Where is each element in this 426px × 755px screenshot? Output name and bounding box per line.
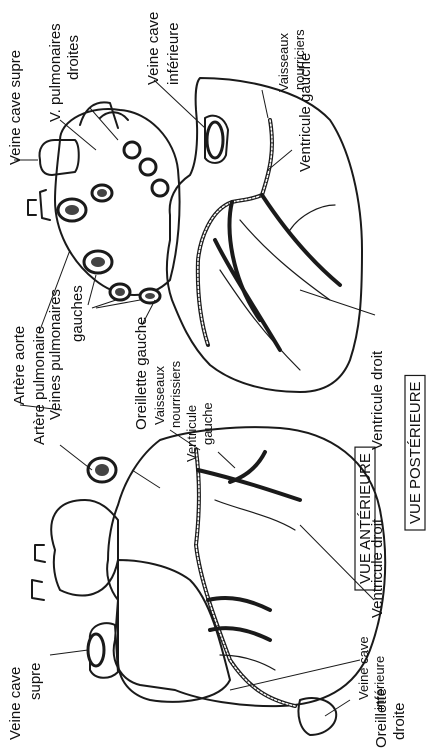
- pulmonary-vein-opening-7: [152, 180, 168, 196]
- label-posterior-ventricule-gauche: Ventricule gauche: [297, 53, 314, 172]
- posterior-view-title: VUE POSTÉRIEURE: [407, 381, 424, 524]
- leader-lines: [14, 80, 375, 716]
- label-posterior-veine-cave-inf-1: Veine cave: [145, 12, 162, 85]
- label-oreillette-droite-1: Oreillette: [373, 688, 390, 748]
- label-v-pulmonaires-droites-1: V. pulmonaires: [47, 23, 64, 122]
- label-anterior-veine-cave-sup-2: supre: [27, 662, 44, 700]
- label-vaisseaux-nourrissiers-2: nourrissiers: [168, 360, 183, 428]
- label-anterior-ventricule-gauche-2: gauche: [200, 402, 215, 445]
- label-anterior-veine-cave-inf-1: Veine cave: [356, 636, 371, 700]
- pulmonary-vein-opening-6: [140, 159, 156, 175]
- pulmonary-vein-opening-8: [124, 142, 140, 158]
- label-anterior-ventricule-droit: Ventricule droit: [369, 518, 386, 618]
- label-oreillette-droite-2: droite: [391, 702, 408, 740]
- label-posterior-veine-cave-sup: Veine cave supre: [7, 50, 24, 165]
- anterior-view: [32, 427, 385, 735]
- label-veines-pulmonaires-gauches-2: gauches: [69, 285, 86, 342]
- posterior-heart-outline: [167, 78, 362, 392]
- label-oreillette-gauche: Oreillette gauche: [133, 317, 150, 430]
- anterior-svc-opening: [88, 634, 104, 666]
- label-vaisseaux-nourrissiers-1: Vaisseaux: [152, 365, 167, 425]
- label-anterior-veine-cave-sup-1: Veine cave: [7, 667, 24, 740]
- label-veines-pulmonaires-gauches-1: Veines pulmonaires: [47, 289, 64, 420]
- posterior-ivc-opening: [207, 122, 223, 158]
- label-vaisseaux-nourriciers-1: Vaisseaux: [276, 32, 291, 92]
- label-v-pulmonaires-droites-2: droites: [65, 35, 82, 80]
- label-artere-aorte: Artère aorte: [11, 326, 28, 405]
- anterior-coronary-sulcus: [196, 450, 295, 706]
- label-posterior-ventricule-droit: Ventricule droit: [369, 350, 386, 450]
- label-anterior-ventricule-gauche-1: Ventricule: [184, 405, 199, 462]
- posterior-title-group: VUE POSTÉRIEURE: [405, 375, 425, 530]
- label-artere-pulmonaire: Artère pulmonaire: [31, 326, 48, 445]
- label-posterior-veine-cave-inf-2: inférieure: [165, 22, 182, 85]
